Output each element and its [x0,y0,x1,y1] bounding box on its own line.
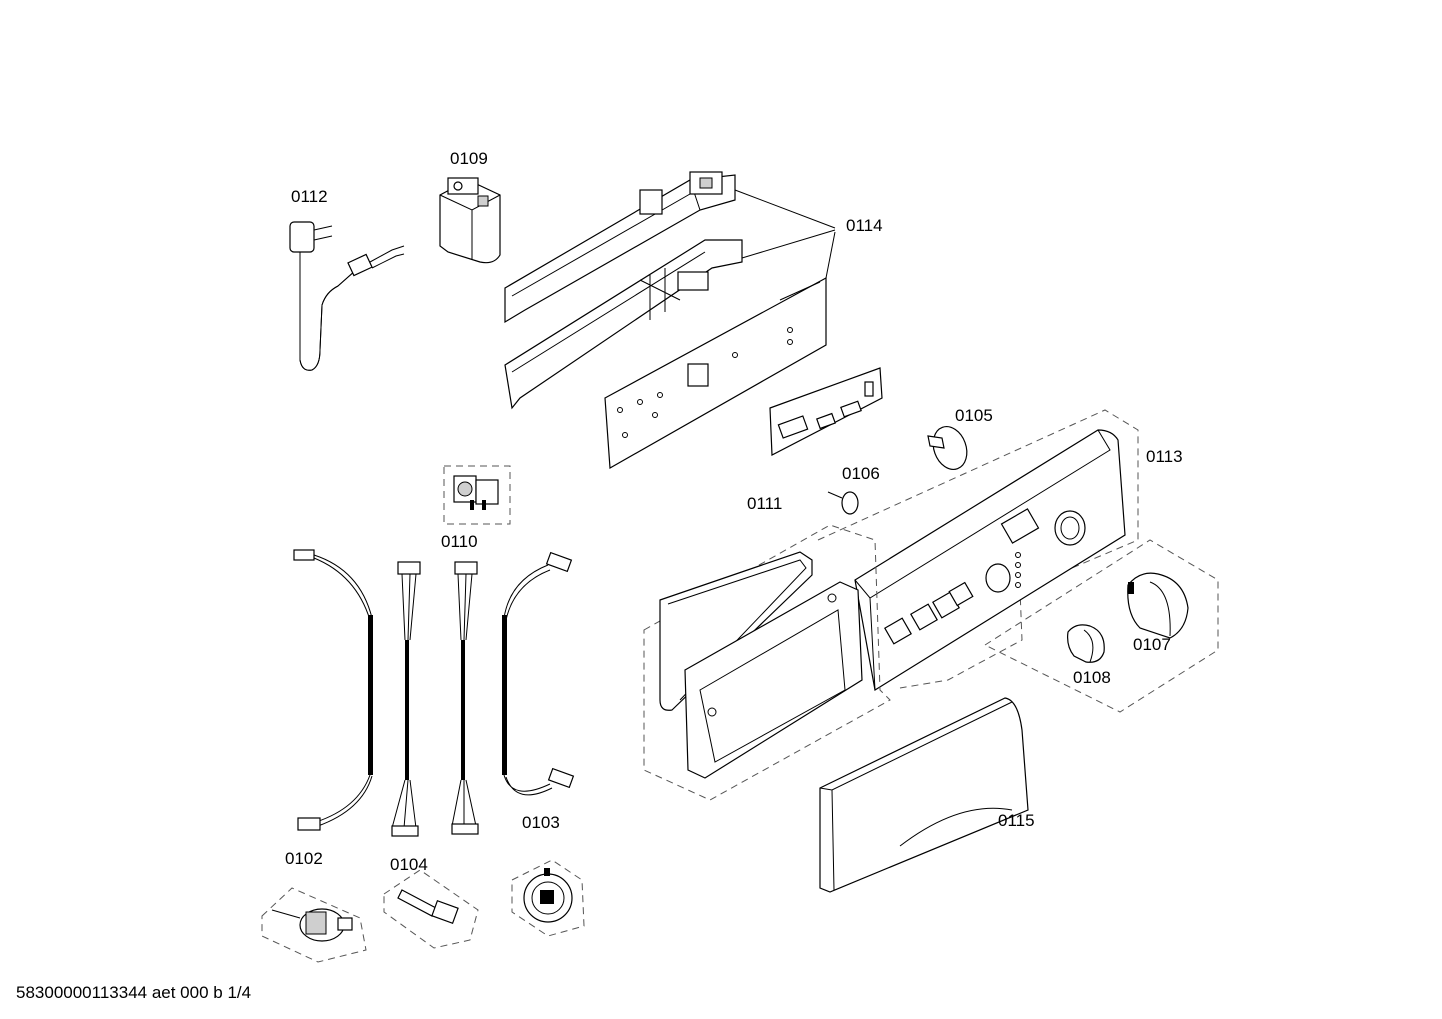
part-labels: 0112 0109 0114 0105 0113 0106 0111 0110 … [285,149,1183,874]
part-0113-fascia-panel[interactable] [817,409,1139,691]
label-0110: 0110 [441,532,478,551]
part-0111-display-board[interactable] [769,367,883,456]
label-0103: 0103 [522,813,560,832]
part-0105-knob-spindle[interactable] [927,422,972,474]
part-pump-motor[interactable] [261,887,367,963]
part-0112-power-cord[interactable] [289,221,405,371]
label-0112: 0112 [291,187,328,206]
label-0109: 0109 [450,149,488,168]
part-0102-harness[interactable] [293,549,373,831]
part-0109-filter[interactable] [439,177,501,264]
label-0107: 0107 [1133,635,1171,654]
part-0108-small-knob[interactable] [1067,624,1105,663]
pcb-component-dots [617,327,793,438]
label-0108: 0108 [1073,668,1111,687]
part-0106-small-spindle[interactable] [827,491,859,515]
part-0103-harness[interactable] [502,551,575,796]
label-0106: 0106 [842,464,880,483]
part-0115-drawer-handle[interactable] [819,697,1029,893]
fascia-buttons [884,552,1021,645]
label-0114: 0114 [846,216,883,235]
label-0113: 0113 [1146,447,1183,466]
document-footer: 58300000113344 aet 000 b 1/4 [16,983,251,1002]
part-sensor[interactable] [383,869,479,949]
label-0104: 0104 [390,855,428,874]
label-0111: 0111 [747,494,782,513]
part-0107-programme-knob[interactable] [1127,572,1189,639]
detergent-drawer-frame [643,524,891,801]
part-pressure-switch[interactable] [511,859,585,937]
part-0110-switch[interactable] [443,465,511,525]
knob-group [983,539,1219,713]
label-0105: 0105 [955,406,993,425]
part-0104-harness-b[interactable] [451,561,479,835]
part-0104-harness-a[interactable] [391,561,421,837]
label-0115: 0115 [998,811,1035,830]
label-0102: 0102 [285,849,323,868]
part-0114-control-module[interactable] [504,171,836,469]
